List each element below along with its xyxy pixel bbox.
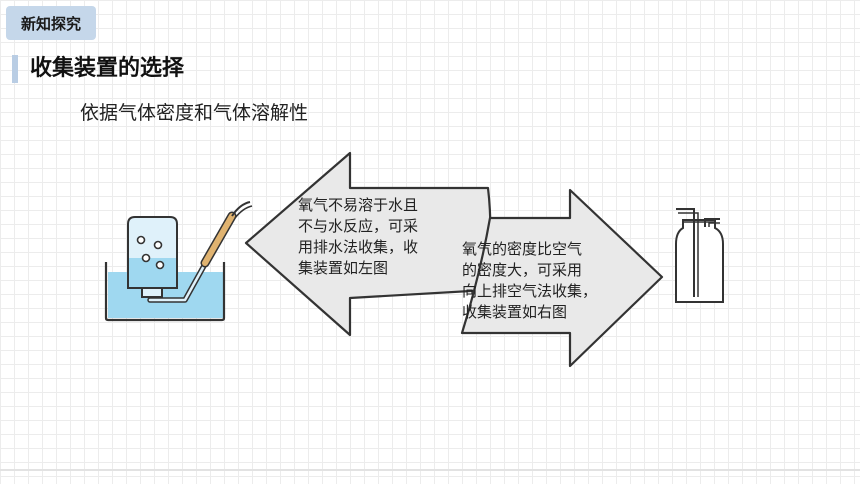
right-arrow-shape (460, 188, 664, 368)
right-arrow-line: 向上排空气法收集， (462, 282, 598, 300)
page-subtitle: 依据气体密度和气体溶解性 (80, 102, 309, 124)
right-arrow-text: 氧气的密度比空气 的密度大，可采用 向上排空气法收集， 收集装置如右图 (462, 239, 642, 323)
right-arrow-line: 氧气的密度比空气 (462, 240, 583, 258)
right-arrow-line: 的密度大，可采用 (462, 261, 583, 279)
right-arrow-line: 收集装置如右图 (462, 303, 568, 321)
left-arrow-line: 不与水反应，可采 (298, 217, 419, 235)
left-arrow-line: 集装置如左图 (298, 259, 389, 277)
section-tag-label: 新知探究 (20, 14, 81, 33)
gas-collection-bottle-icon (675, 208, 724, 303)
water-collection-apparatus-icon (104, 201, 253, 322)
title-accent-bar (12, 55, 18, 83)
section-tag: 新知探究 (6, 6, 96, 40)
left-arrow-line: 用排水法收集，收 (298, 238, 419, 256)
left-arrow-line: 氧气不易溶于水且 (298, 196, 419, 214)
bottom-divider (0, 469, 860, 471)
left-arrow-text: 氧气不易溶于水且 不与水反应，可采 用排水法收集，收 集装置如左图 (298, 195, 468, 279)
page-title: 收集装置的选择 (30, 56, 185, 81)
